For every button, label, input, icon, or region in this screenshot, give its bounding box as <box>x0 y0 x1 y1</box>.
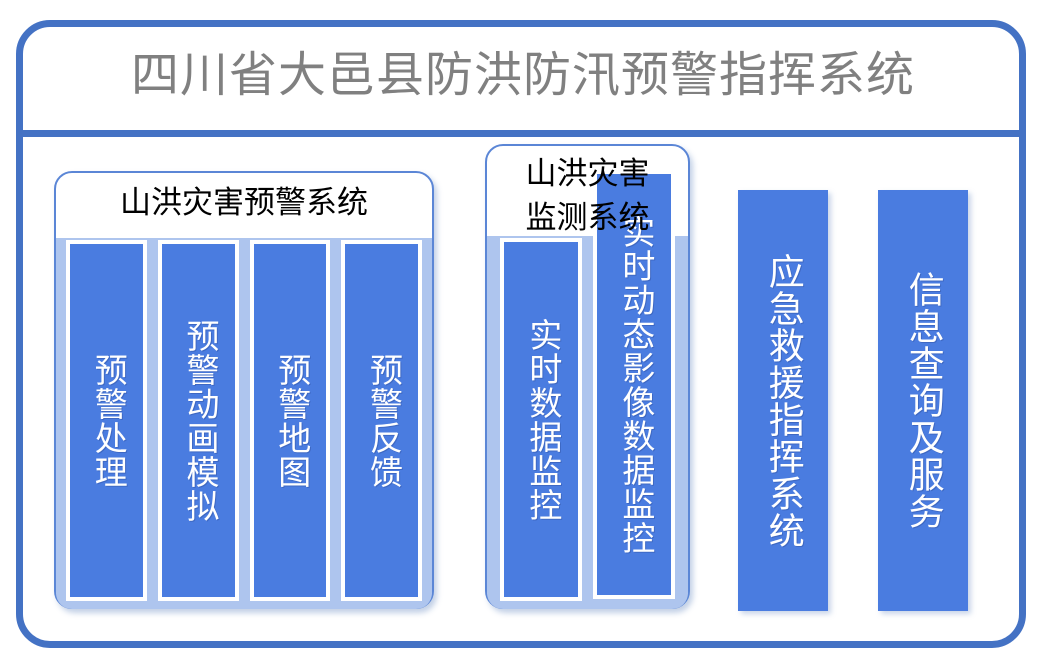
group-card-warning-system[interactable]: 山洪灾害预警系统 预警处理 预警动画模拟 预警地图 预警反馈 <box>54 171 434 609</box>
tile-warning-processing-label: 预警处理 <box>89 352 126 489</box>
group-card-monitor-system[interactable]: 山洪灾害 监测系统 实时数据监控 实时动态影像数据监控 <box>485 144 690 609</box>
bar-emergency-command-label: 应急救援指挥系统 <box>763 252 804 549</box>
tile-warning-animation-simulation[interactable]: 预警动画模拟 <box>157 240 239 601</box>
tile-realtime-dynamic-image-data-monitoring-label: 实时动态影像数据监控 <box>616 214 653 555</box>
tile-warning-feedback-label: 预警反馈 <box>364 352 401 489</box>
tile-warning-map[interactable]: 预警地图 <box>249 240 331 601</box>
tile-warning-animation-simulation-label: 预警动画模拟 <box>180 318 217 523</box>
tile-realtime-dynamic-image-data-monitoring[interactable]: 实时动态影像数据监控 <box>593 170 675 599</box>
group-body-monitor-system: 实时数据监控 实时动态影像数据监控 <box>487 170 688 609</box>
bar-emergency-command[interactable]: 应急救援指挥系统 <box>738 190 828 611</box>
tile-realtime-data-monitoring-label: 实时数据监控 <box>523 317 560 522</box>
title-divider <box>23 130 1023 137</box>
page-title: 四川省大邑县防洪防汛预警指挥系统 <box>23 20 1023 132</box>
tile-warning-processing[interactable]: 预警处理 <box>66 240 147 601</box>
group-body-warning-system: 预警处理 预警动画模拟 预警地图 预警反馈 <box>56 238 432 609</box>
tile-warning-map-label: 预警地图 <box>272 352 309 489</box>
bar-info-service-label: 信息查询及服务 <box>903 271 944 530</box>
tile-realtime-data-monitoring[interactable]: 实时数据监控 <box>500 238 582 601</box>
page-title-text: 四川省大邑县防洪防汛预警指挥系统 <box>130 49 915 102</box>
bar-info-service[interactable]: 信息查询及服务 <box>878 190 968 611</box>
group-header-warning-system: 山洪灾害预警系统 <box>120 185 368 220</box>
tile-warning-feedback[interactable]: 预警反馈 <box>341 240 422 601</box>
